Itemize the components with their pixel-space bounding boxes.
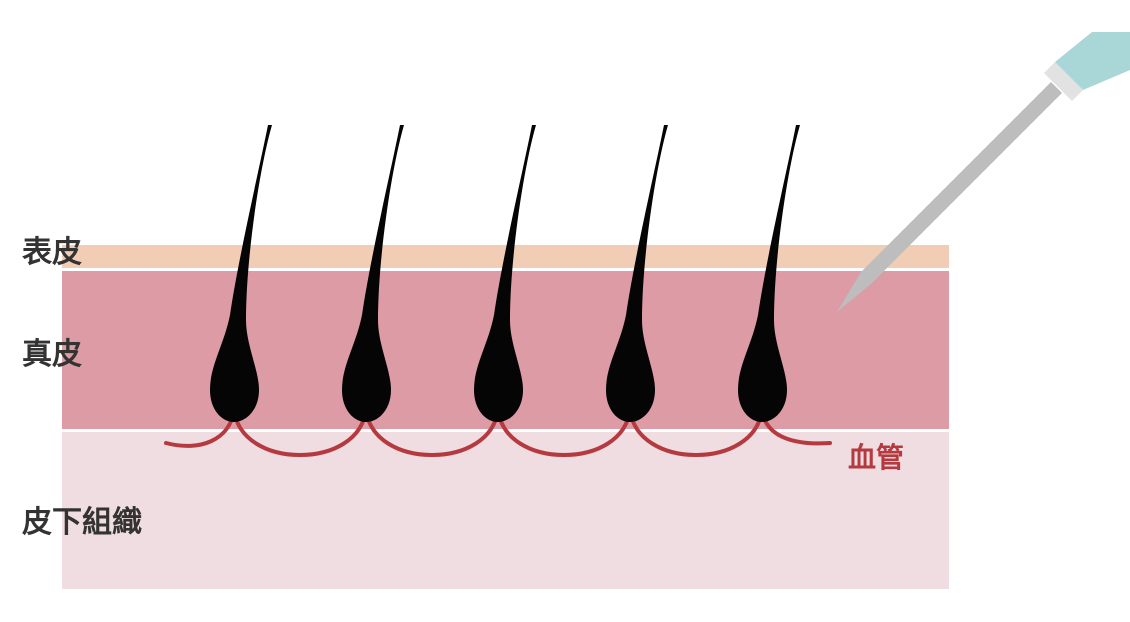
dermis-label: 真皮 (22, 337, 82, 372)
hair-follicle-icon (606, 125, 668, 422)
needle-grip (1055, 32, 1130, 90)
hair-follicle-icon (210, 125, 272, 422)
hair-follicle-icon (474, 125, 536, 422)
needle-tip (837, 272, 872, 312)
needle-icon (837, 32, 1130, 312)
hair-follicles (210, 125, 800, 422)
needle-shaft (861, 82, 1062, 283)
needle-hub (1044, 62, 1083, 101)
hair-follicle-icon (738, 125, 800, 422)
subcutaneous-layer (62, 432, 949, 589)
epidermis-label: 表皮 (22, 235, 82, 270)
blood-vessel-label: 血管 (848, 441, 904, 474)
hair-follicle-icon (342, 125, 404, 422)
subcutaneous-label: 皮下組織 (22, 505, 142, 540)
